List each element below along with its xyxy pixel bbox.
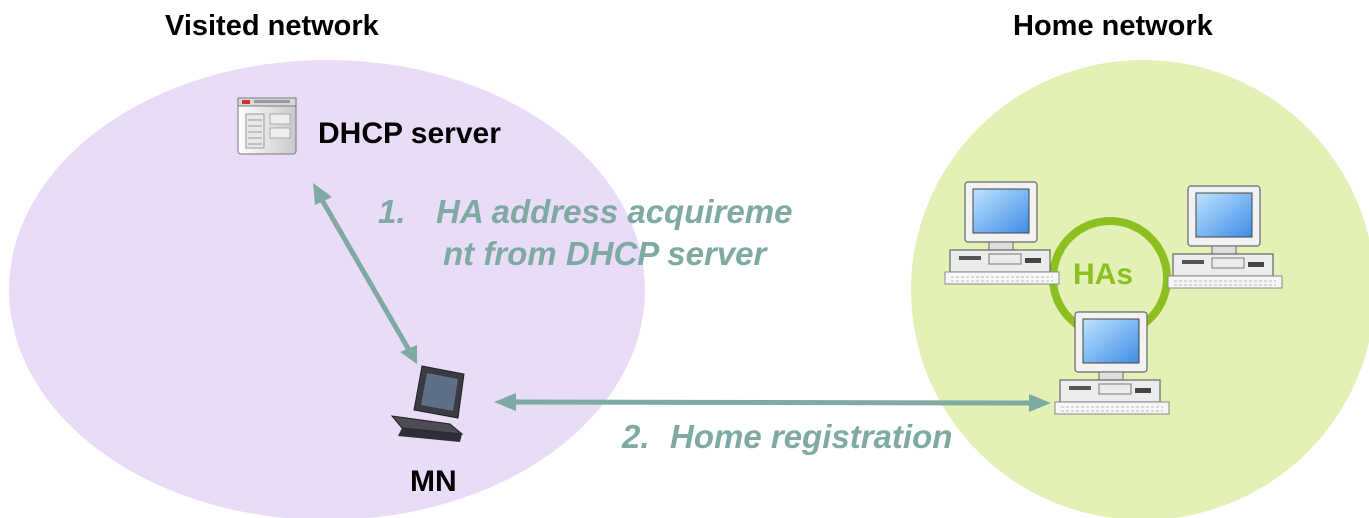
has-label: HAs — [1073, 258, 1134, 291]
step2-text: Home registration — [670, 418, 953, 455]
dhcp-server-label: DHCP server — [318, 117, 501, 150]
visited-network-region — [9, 60, 645, 518]
step2-number: 2. — [622, 418, 650, 455]
step1-number: 1. — [378, 193, 406, 230]
visited-network-title: Visited network — [165, 10, 379, 42]
step1-text-line1: HA address acquireme — [436, 193, 793, 230]
step1-text-line2: nt from DHCP server — [443, 235, 767, 272]
home-network-title: Home network — [1013, 10, 1213, 42]
laptop-icon — [390, 365, 465, 442]
dhcp-mn-arrow — [313, 183, 417, 364]
home-network-region — [911, 60, 1369, 518]
server-icon — [237, 97, 297, 155]
mn-label: MN — [410, 465, 457, 498]
home-registration-arrow — [494, 393, 1051, 412]
